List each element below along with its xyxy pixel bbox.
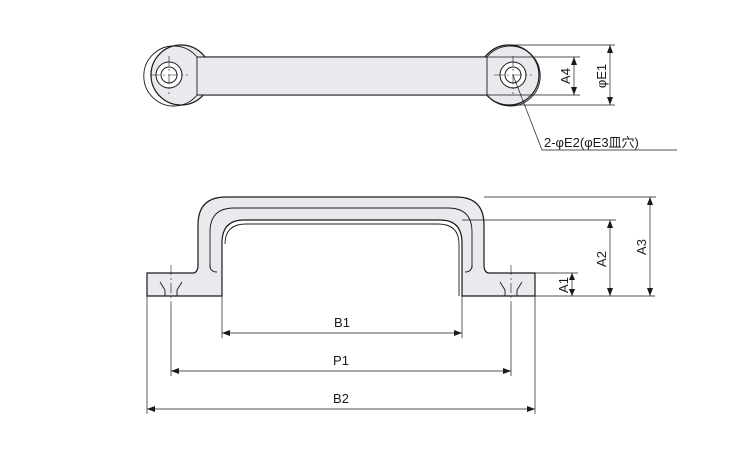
top-view: A4 φE1 2-φE2(φE3皿穴) (143, 44, 677, 151)
label-B1: B1 (334, 315, 350, 330)
right-countersink (499, 265, 523, 305)
label-A1: A1 (556, 277, 571, 293)
label-A2: A2 (594, 251, 609, 267)
front-view: A1 A2 A3 B1 P1 B2 (146, 196, 656, 414)
label-P1: P1 (333, 353, 349, 368)
label-A4: A4 (558, 68, 573, 84)
handle-body (146, 196, 536, 297)
label-A3: A3 (634, 239, 649, 255)
handle-edge-line (209, 207, 473, 268)
left-countersink (159, 265, 183, 305)
label-hole-note: 2-φE2(φE3皿穴) (544, 135, 639, 150)
hole-leader-line (512, 74, 677, 151)
label-E1: φE1 (594, 64, 609, 88)
inner-grip-edge (224, 223, 460, 296)
label-B2: B2 (333, 391, 349, 406)
